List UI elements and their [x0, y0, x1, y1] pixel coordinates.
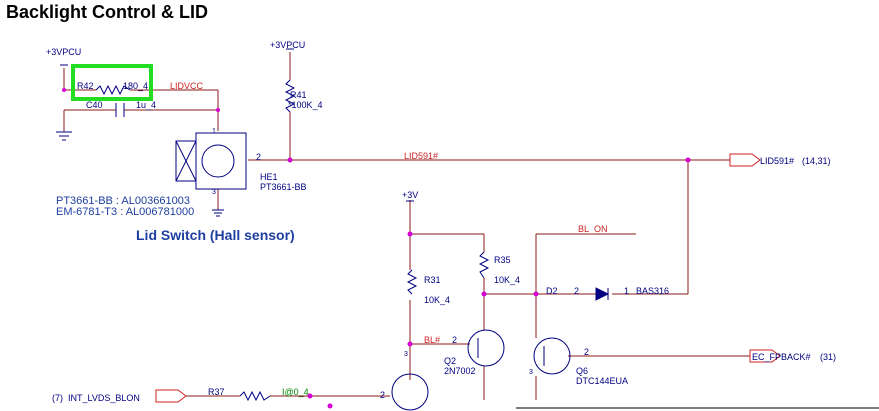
r31-value: 10K_4	[424, 295, 450, 305]
he1-pin1: 1	[212, 128, 216, 135]
he1-pin2: 2	[256, 152, 261, 162]
q2-pin2: 2	[452, 335, 457, 345]
he1-ref: HE1	[260, 172, 278, 182]
r31-ref: R31	[424, 275, 441, 285]
r35-value: 10K_4	[494, 275, 520, 285]
r41-value: *100K_4	[288, 100, 323, 110]
page-title: Backlight Control & LID	[6, 2, 208, 22]
r35-ref: R35	[494, 255, 511, 265]
r42-value: 180_4	[123, 81, 148, 91]
r37-value: I@0_4	[282, 387, 309, 397]
he1-part: PT3661-BB	[260, 182, 307, 192]
lid591-port-label: LID591#	[760, 156, 794, 166]
part-note-2: EM-6781-T3 : AL006781000	[56, 206, 194, 218]
vpcu-top-label: +3VPCU	[270, 40, 305, 50]
bl-hash-net-label: BL#	[424, 335, 440, 345]
q6-pin2: 2	[584, 347, 589, 357]
lid591-sheet-ref: (14,31)	[802, 156, 831, 166]
d2-ref: D2	[546, 286, 558, 296]
ec-fpback-port-label: EC_FPBACK#	[752, 352, 811, 362]
lid591-net-label: LID591#	[404, 151, 438, 161]
lidvcc-net-label: LIDVCC	[170, 81, 204, 91]
q2-ref: Q2	[444, 356, 456, 366]
c40-ref: C40	[86, 100, 103, 110]
int-lvds-blon-label: INT_LVDS_BLON	[68, 393, 140, 403]
q6-pin3: 3	[529, 369, 533, 376]
r41-ref: R41	[290, 90, 307, 100]
q6-part: DTC144EUA	[576, 376, 628, 386]
lid-switch-caption: Lid Switch (Hall sensor)	[136, 227, 295, 243]
v3-label: +3V	[402, 190, 418, 200]
he1-pin3: 3	[212, 189, 216, 196]
bl-on-net-label: BL_ON	[578, 224, 608, 234]
c40-value: 1u_4	[136, 100, 156, 110]
q5-pin2: 2	[380, 390, 385, 400]
d2-pin1: 1	[624, 286, 629, 296]
part-note-1: PT3661-BB : AL003661003	[56, 195, 190, 207]
r42-highlight-box	[71, 64, 153, 101]
d2-pin2: 2	[574, 286, 579, 296]
ec-fpback-sheet-ref: (31)	[820, 352, 836, 362]
r37-ref: R37	[208, 387, 225, 397]
q2-pin3: 3	[404, 351, 408, 358]
vpcu-left-label: +3VPCU	[46, 47, 81, 57]
q6-ref: Q6	[576, 366, 588, 376]
int-lvds-sheet-ref: (7)	[52, 393, 63, 403]
r42-ref: R42	[77, 81, 94, 91]
q2-part: 2N7002	[444, 366, 476, 376]
d2-part: BAS316	[636, 286, 669, 296]
